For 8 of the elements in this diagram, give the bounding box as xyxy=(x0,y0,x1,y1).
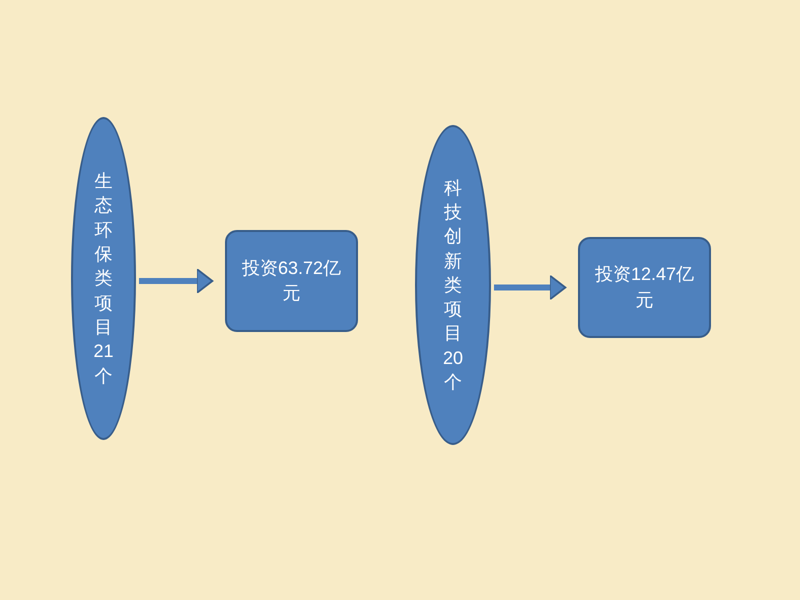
rounded-box xyxy=(225,230,358,332)
rounded-box xyxy=(578,237,711,338)
arrow xyxy=(139,268,214,294)
node-label: 投资12.47亿元 xyxy=(594,263,696,312)
node-label: 科技创新类项目20个 xyxy=(442,176,464,394)
arrow xyxy=(494,274,566,300)
node-label: 生态环保类项目21个 xyxy=(92,170,115,388)
node-label: 投资63.72亿元 xyxy=(240,256,342,305)
